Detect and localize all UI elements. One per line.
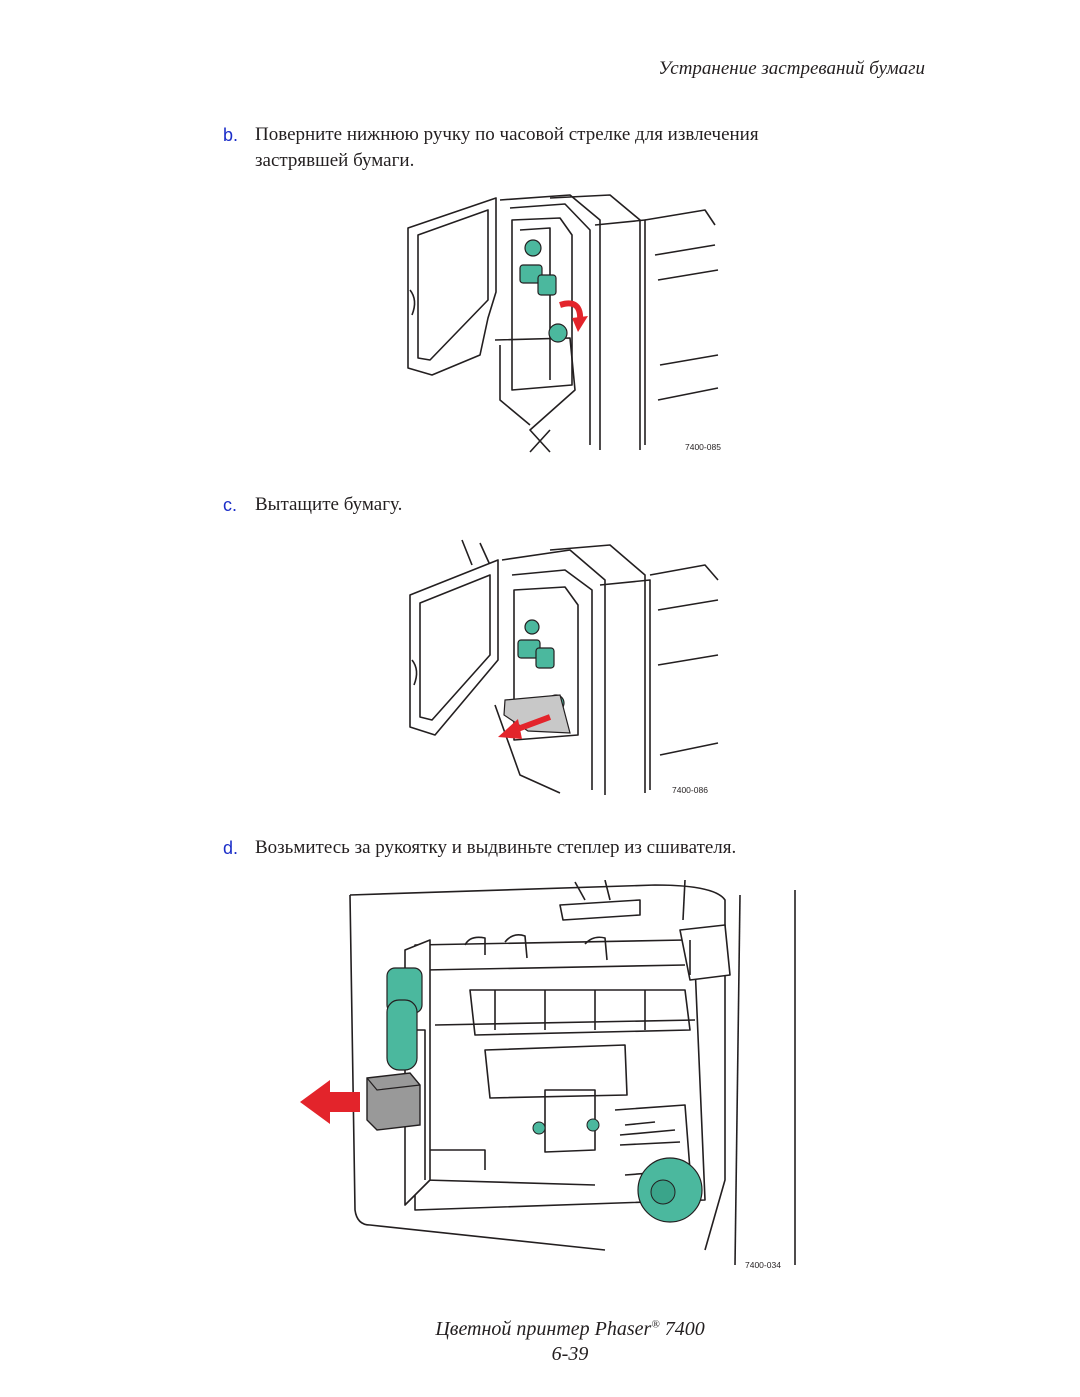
step-b: b. Поверните нижнюю ручку по часовой стр… <box>223 122 843 178</box>
figure-code: 7400-034 <box>745 1260 781 1270</box>
step-text-line1: Поверните нижнюю ручку по часовой стрелк… <box>255 124 759 145</box>
page-number: 6-39 <box>551 1343 589 1365</box>
figure-pull-stapler: 7400-034 <box>300 880 796 1270</box>
step-letter: b. <box>223 125 239 145</box>
step-d: d. Возьмитесь за рукоятку и выдвиньте ст… <box>223 835 863 863</box>
step-text-line1: Вытащите бумагу. <box>255 494 403 515</box>
footer-product: Цветной принтер Phaser® 7400 <box>300 1318 840 1341</box>
figure-rotate-knob: 7400-085 <box>407 194 721 453</box>
step-letter: c. <box>223 495 238 515</box>
figure-code: 7400-085 <box>685 442 721 452</box>
step-letter: d. <box>223 838 239 858</box>
footer-reg-mark: ® <box>651 1318 660 1331</box>
running-header: Устранение застреваний бумаги <box>658 58 925 79</box>
figure-code: 7400-086 <box>672 785 708 795</box>
step-text-line2: застрявшей бумаги. <box>255 150 415 171</box>
footer-product-name: Цветной принтер Phaser <box>435 1318 652 1340</box>
figure-pull-paper: 7400-086 <box>409 539 719 795</box>
step-c: c. Вытащите бумагу. <box>223 492 843 520</box>
footer-model: 7400 <box>664 1318 705 1340</box>
step-text-line1: Возьмитесь за рукоятку и выдвиньте степл… <box>255 837 737 858</box>
